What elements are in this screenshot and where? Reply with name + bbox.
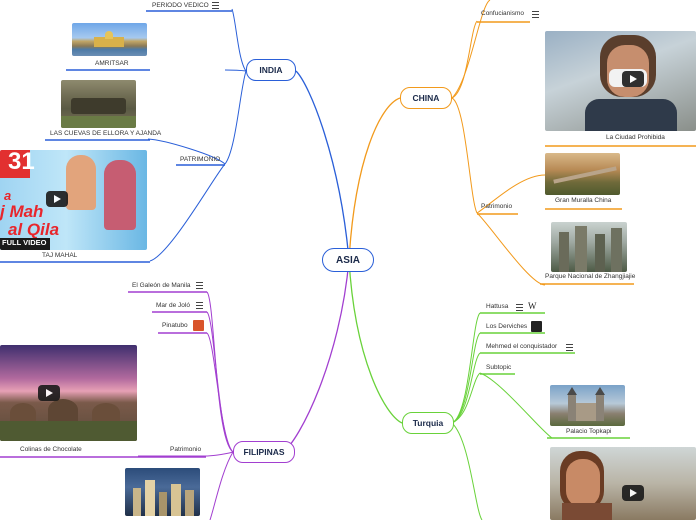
periodo-vedico-label[interactable]: PERIODO VEDICO: [152, 2, 209, 9]
topic-turquia[interactable]: Turquia: [402, 412, 454, 434]
gran-muralla-label[interactable]: Gran Muralla China: [555, 197, 612, 204]
topkapi-label[interactable]: Palacio Topkapi: [566, 428, 612, 435]
central-topic-label: ASIA: [336, 254, 360, 266]
note-icon[interactable]: [196, 282, 203, 289]
confucianismo-label[interactable]: Confucianismo: [481, 10, 524, 17]
play-icon[interactable]: [46, 191, 68, 207]
tajmahal-video-thumbnail[interactable]: 31 a j Mah al Qila FULL VIDEO: [0, 150, 147, 250]
tajmahal-badge: 31: [8, 150, 35, 175]
filipinas-patrimonio-label[interactable]: Patrimonio: [170, 446, 202, 453]
subtopic-label[interactable]: Subtopic: [486, 364, 512, 371]
topic-india-label: INDIA: [259, 65, 283, 75]
tajmahal-title-2: j Mah: [0, 202, 44, 221]
play-icon[interactable]: [622, 71, 644, 87]
galeon-label[interactable]: El Galeón de Manila: [132, 282, 191, 289]
note-icon[interactable]: [566, 344, 573, 351]
topic-turquia-label: Turquia: [412, 418, 444, 428]
mar-jolo-label[interactable]: Mar de Joló: [156, 302, 190, 309]
topic-filipinas-label: FILIPINAS: [243, 447, 285, 457]
pinatubo-label[interactable]: Pinatubo: [162, 322, 188, 329]
engineering-icon[interactable]: [531, 321, 542, 332]
cuevas-image[interactable]: [61, 80, 136, 128]
cuevas-label[interactable]: LAS CUEVAS DE ELLORA Y AJANDA: [50, 130, 162, 137]
ciudad-prohibida-video-thumbnail[interactable]: [545, 31, 696, 131]
topic-india[interactable]: INDIA: [246, 59, 296, 81]
note-icon[interactable]: [532, 11, 539, 18]
derviches-label[interactable]: Los Derviches: [486, 323, 528, 330]
central-topic-asia[interactable]: ASIA: [322, 248, 374, 272]
note-icon[interactable]: [212, 2, 219, 9]
ciudad-prohibida-label[interactable]: La Ciudad Prohibida: [606, 134, 665, 141]
amritsar-image[interactable]: [72, 23, 147, 56]
amritsar-label[interactable]: AMRITSAR: [95, 60, 129, 67]
tajmahal-label[interactable]: TAJ MAHAL: [42, 252, 78, 259]
mehmed-label[interactable]: Mehmed el conquistador: [486, 343, 558, 350]
tajmahal-title-1: a: [4, 188, 12, 203]
note-icon[interactable]: [196, 302, 203, 309]
china-patrimonio-label[interactable]: Patrimonio: [481, 203, 513, 210]
hattusa-label[interactable]: Hattusa: [486, 303, 509, 310]
manila-skyline-image[interactable]: [125, 468, 200, 516]
colinas-video-thumbnail[interactable]: [0, 345, 137, 441]
zhangjiajie-label[interactable]: Parque Nacional de Zhangjiajie: [545, 273, 636, 280]
zhangjiajie-image[interactable]: [551, 222, 627, 272]
turquia-video-thumbnail[interactable]: [550, 447, 696, 520]
topkapi-image[interactable]: [550, 385, 625, 426]
tajmahal-title-3: al Qila: [8, 220, 60, 239]
india-patrimonio-label[interactable]: PATRIMONIO: [180, 156, 221, 163]
colinas-label[interactable]: Colinas de Chocolate: [20, 446, 82, 453]
tajmahal-footer: FULL VIDEO: [2, 238, 47, 247]
youtube-icon[interactable]: [193, 320, 204, 331]
note-icon[interactable]: [516, 304, 523, 311]
topic-china[interactable]: CHINA: [400, 87, 452, 109]
play-icon[interactable]: [622, 485, 644, 501]
topic-china-label: CHINA: [412, 93, 440, 103]
gran-muralla-image[interactable]: [545, 153, 620, 195]
topic-filipinas[interactable]: FILIPINAS: [233, 441, 295, 463]
wikipedia-icon[interactable]: W: [528, 301, 537, 311]
play-icon[interactable]: [38, 385, 60, 401]
